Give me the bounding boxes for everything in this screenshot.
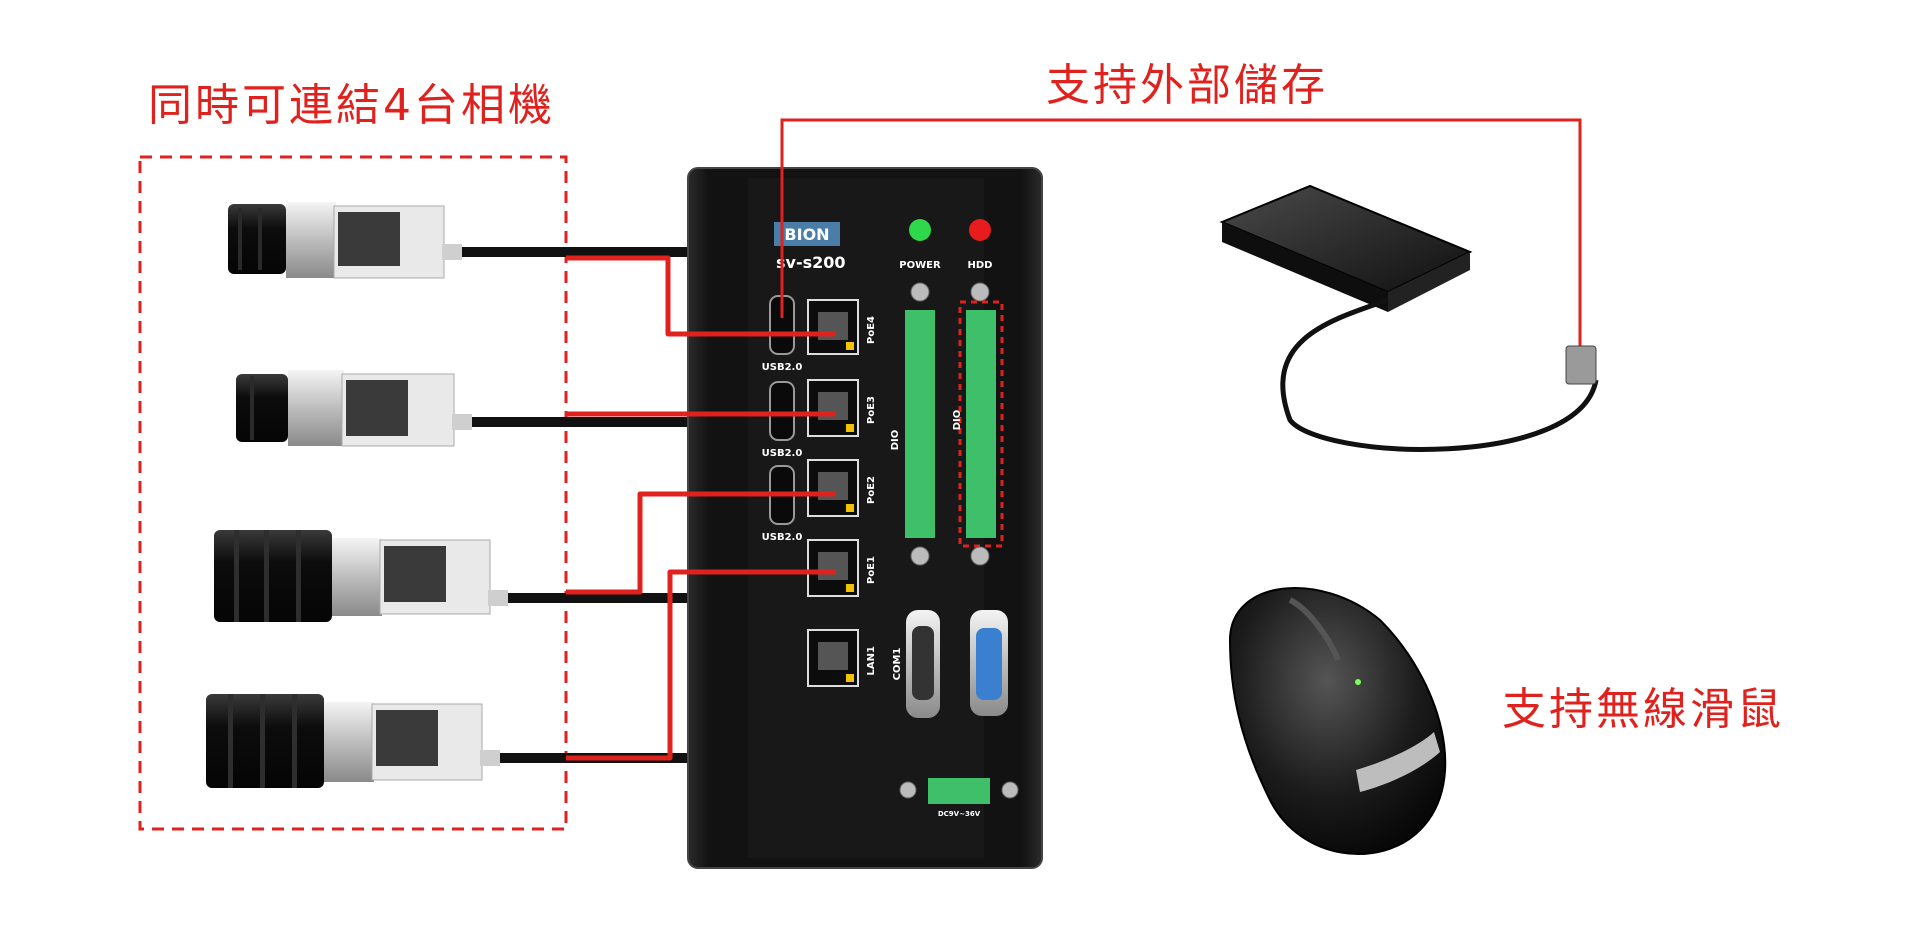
poe1-port [807,539,859,597]
usb-plug [1565,345,1597,385]
poe3-label: PoE3 [866,396,877,424]
cameras-caption: 同時可連結4台相機 [148,80,555,131]
lan1-port [807,629,859,687]
wireless-mouse [1228,586,1447,855]
camera-group-box [138,155,568,831]
usb-label-1: USB2.0 [762,362,803,373]
hdd-led [969,219,991,241]
vga-port [970,610,1008,716]
link-usb-storage [780,118,1582,346]
com1-label: COM1 [892,648,903,681]
power-led [909,219,931,241]
camera-2 [236,370,788,447]
com1-port [906,610,940,718]
usb-label-2: USB2.0 [762,448,803,459]
model-name: sv-s200 [776,253,846,272]
mouse-caption: 支持無線滑鼠 [1502,684,1784,735]
power-input-terminal [928,778,990,804]
poe2-port [807,459,859,517]
usb-port-2 [769,381,795,441]
poe1-label: PoE1 [866,556,877,584]
dio-terminal-1 [905,310,935,538]
camera-1 [228,202,780,279]
poe3-port [807,379,859,437]
link-camera3-poe2 [566,491,836,595]
brand-name: BION [784,225,829,244]
power-led-label: POWER [899,260,941,271]
poe2-label: PoE2 [866,476,877,504]
external-hdd [1219,184,1599,452]
hdd-led-label: HDD [968,260,993,271]
lan1-label: LAN1 [866,646,877,675]
camera-4 [206,694,758,788]
poe4-port [807,299,859,355]
brand-badge [774,222,840,246]
storage-caption: 支持外部儲存 [1046,60,1328,111]
link-camera1-poe4 [566,255,836,337]
dio-label-1: DIO [890,430,901,451]
power-input-label: DC9V~36V [938,810,981,818]
poe4-label: PoE4 [866,316,877,344]
link-camera4-poe1 [566,569,836,761]
vision-controller-device: BION sv-s200 POWER HDD USB2.0 USB2.0 USB… [687,167,1043,869]
dio-label-2: DIO [952,410,963,431]
dio-terminal-2 [966,310,996,538]
usb-label-3: USB2.0 [762,532,803,543]
camera-3 [214,530,766,622]
